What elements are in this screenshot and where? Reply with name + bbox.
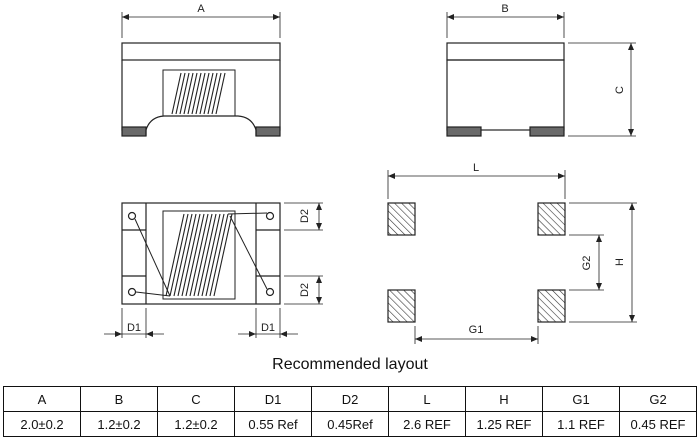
bottom-view (104, 202, 323, 338)
dimension-h-label: H (614, 258, 626, 266)
dimension-d2-lower-label: D2 (299, 283, 311, 297)
table-header-cell: G2 (619, 386, 697, 412)
table-header-cell: L (388, 386, 466, 412)
table-row: 2.0±0.2 1.2±0.2 1.2±0.2 0.55 Ref 0.45Ref… (3, 411, 697, 437)
front-view (121, 12, 281, 137)
pad-bottom-left (387, 289, 416, 323)
pad-top-left (387, 202, 416, 236)
pad-bottom-right (537, 289, 566, 323)
dimension-d1-right-label: D1 (261, 322, 275, 334)
table-header-cell: C (157, 386, 235, 412)
table-header-cell: H (465, 386, 543, 412)
table-header-row: A B C D1 D2 L H G1 G2 (3, 386, 697, 412)
bond-point (127, 287, 137, 297)
table-cell: 0.45 REF (619, 411, 697, 437)
table-cell: 1.25 REF (465, 411, 543, 437)
table-cell: 0.45Ref (311, 411, 389, 437)
front-top-cap (121, 42, 281, 61)
table-header-cell: A (3, 386, 81, 412)
table-cell: 1.2±0.2 (80, 411, 158, 437)
front-coil-core (162, 69, 236, 117)
table-cell: 0.55 Ref (234, 411, 312, 437)
dimension-a-label: A (197, 3, 205, 15)
bond-point (265, 211, 275, 221)
dimension-b-label: B (501, 3, 508, 15)
table-header-cell: B (80, 386, 158, 412)
pad-top-right (537, 202, 566, 236)
table-header-cell: D1 (234, 386, 312, 412)
side-body (446, 59, 565, 131)
bond-point (127, 211, 137, 221)
bottom-body (121, 202, 281, 305)
dimension-d2-upper-label: D2 (299, 209, 311, 223)
dimension-g1-label: G1 (469, 324, 484, 336)
table-header-cell: D2 (311, 386, 389, 412)
recommended-layout (387, 170, 637, 344)
side-top-cap (446, 42, 565, 61)
table-cell: 1.2±0.2 (157, 411, 235, 437)
recommended-layout-title: Recommended layout (272, 356, 428, 373)
bond-point (265, 287, 275, 297)
dimension-d1-left-label: D1 (127, 322, 141, 334)
dimension-c-label: C (614, 86, 626, 94)
dimension-table: A B C D1 D2 L H G1 G2 2.0±0.2 1.2±0.2 1.… (3, 386, 697, 437)
side-view (446, 12, 636, 137)
table-cell: 2.0±0.2 (3, 411, 81, 437)
table-cell: 2.6 REF (388, 411, 466, 437)
bottom-coil-core (162, 210, 236, 300)
table-header-cell: G1 (542, 386, 620, 412)
dimension-l-label: L (473, 162, 479, 174)
bottom-coil-winding (165, 213, 233, 297)
front-coil-winding (171, 72, 226, 115)
table-cell: 1.1 REF (542, 411, 620, 437)
dimension-g2-label: G2 (581, 256, 593, 271)
